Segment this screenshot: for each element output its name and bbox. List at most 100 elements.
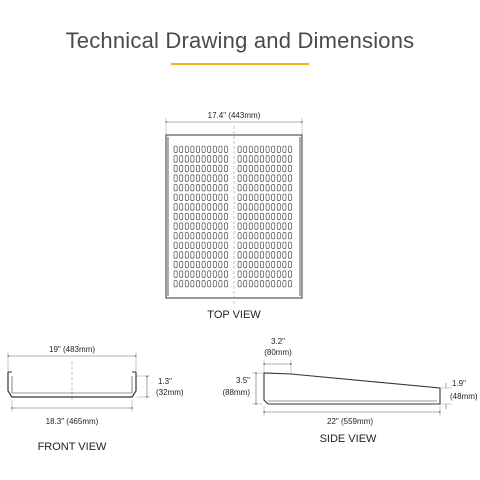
vent-slot	[201, 232, 206, 240]
vent-slot	[243, 232, 248, 240]
vent-slot	[288, 184, 292, 192]
vent-slot	[224, 145, 228, 153]
vent-slot	[282, 241, 287, 249]
vent-slot	[190, 212, 195, 221]
side-bracket-profile	[263, 372, 441, 405]
vent-slot	[173, 193, 178, 201]
ventilation-slots	[173, 145, 292, 288]
vent-slot	[212, 251, 217, 259]
vent-slot	[179, 260, 184, 269]
vent-slot	[276, 270, 281, 278]
vent-slot	[201, 280, 206, 288]
vent-slot	[254, 241, 259, 249]
side-top-depth-dimension: 3.2" (80mm)	[262, 337, 293, 374]
vent-slot	[265, 232, 270, 240]
vent-slot	[212, 155, 217, 163]
vent-slot	[276, 251, 281, 259]
vent-slot	[237, 241, 242, 249]
vent-slot	[254, 203, 259, 211]
vent-slot	[224, 241, 228, 249]
front-inner-width-dimension: 18.3" (465mm)	[10, 400, 134, 426]
vent-slot	[243, 270, 248, 278]
vent-slot	[196, 241, 200, 249]
vent-slot	[243, 280, 248, 288]
vent-slot	[207, 251, 212, 259]
vent-slot	[260, 222, 264, 230]
vent-slot	[173, 260, 178, 269]
vent-slot	[179, 155, 184, 163]
vent-slot	[254, 222, 259, 230]
vent-slot	[288, 145, 292, 153]
vent-slot	[260, 251, 264, 259]
vent-slot	[260, 241, 264, 249]
top-width-label: 17.4" (443mm)	[208, 111, 261, 120]
vent-slot	[237, 251, 242, 259]
vent-slot	[276, 145, 281, 153]
vent-slot	[173, 164, 178, 173]
vent-slot	[282, 184, 287, 192]
vent-slot	[190, 241, 195, 249]
vent-slot	[201, 251, 206, 259]
vent-slot	[254, 174, 259, 182]
vent-slot	[288, 270, 292, 278]
front-view: 19" (483mm) 1.3" (32mm) 18.3" (465mm) FR…	[6, 345, 184, 453]
vent-slot	[212, 164, 217, 173]
title-underline	[171, 63, 309, 65]
vent-slot	[224, 222, 228, 230]
vent-slot	[265, 193, 270, 201]
vent-slot	[207, 222, 212, 230]
vent-slot	[179, 251, 184, 259]
vent-slot	[243, 212, 248, 221]
vent-slot	[282, 270, 287, 278]
vent-slot	[276, 164, 281, 173]
vent-slot	[260, 174, 264, 182]
vent-slot	[218, 222, 223, 230]
vent-slot	[173, 280, 178, 288]
vent-slot	[248, 155, 253, 163]
vent-slot	[243, 203, 248, 211]
vent-slot	[243, 174, 248, 182]
vent-slot	[196, 193, 200, 201]
vent-slot	[254, 164, 259, 173]
vent-slot	[207, 212, 212, 221]
vent-slot	[248, 241, 253, 249]
vent-slot	[224, 184, 228, 192]
vent-slot	[212, 241, 217, 249]
side-depth-label: 22" (559mm)	[327, 417, 373, 426]
vent-slot	[288, 174, 292, 182]
vent-slot	[173, 251, 178, 259]
vent-slot	[179, 164, 184, 173]
vent-slot	[224, 232, 228, 240]
vent-slot	[260, 212, 264, 221]
vent-slot	[271, 184, 276, 192]
vent-slot	[201, 164, 206, 173]
vent-slot	[271, 193, 276, 201]
vent-slot	[224, 203, 228, 211]
vent-slot	[207, 174, 212, 182]
vent-slot	[243, 193, 248, 201]
vent-slot	[248, 164, 253, 173]
vent-slot	[190, 280, 195, 288]
vent-slot	[173, 155, 178, 163]
vent-slot	[207, 260, 212, 269]
vent-slot	[173, 232, 178, 240]
vent-slot	[184, 241, 189, 249]
vent-slot	[184, 203, 189, 211]
vent-slot	[271, 145, 276, 153]
vent-slot	[248, 145, 253, 153]
vent-slot	[190, 184, 195, 192]
vent-slot	[237, 174, 242, 182]
vent-slot	[265, 145, 270, 153]
vent-slot	[276, 222, 281, 230]
vent-slot	[265, 164, 270, 173]
vent-slot	[271, 155, 276, 163]
vent-slot	[254, 260, 259, 269]
vent-slot	[201, 212, 206, 221]
vent-slot	[179, 193, 184, 201]
vent-slot	[179, 174, 184, 182]
vent-slot	[271, 232, 276, 240]
vent-slot	[260, 260, 264, 269]
vent-slot	[254, 184, 259, 192]
page-title: Technical Drawing and Dimensions	[65, 28, 415, 53]
vent-slot	[248, 193, 253, 201]
